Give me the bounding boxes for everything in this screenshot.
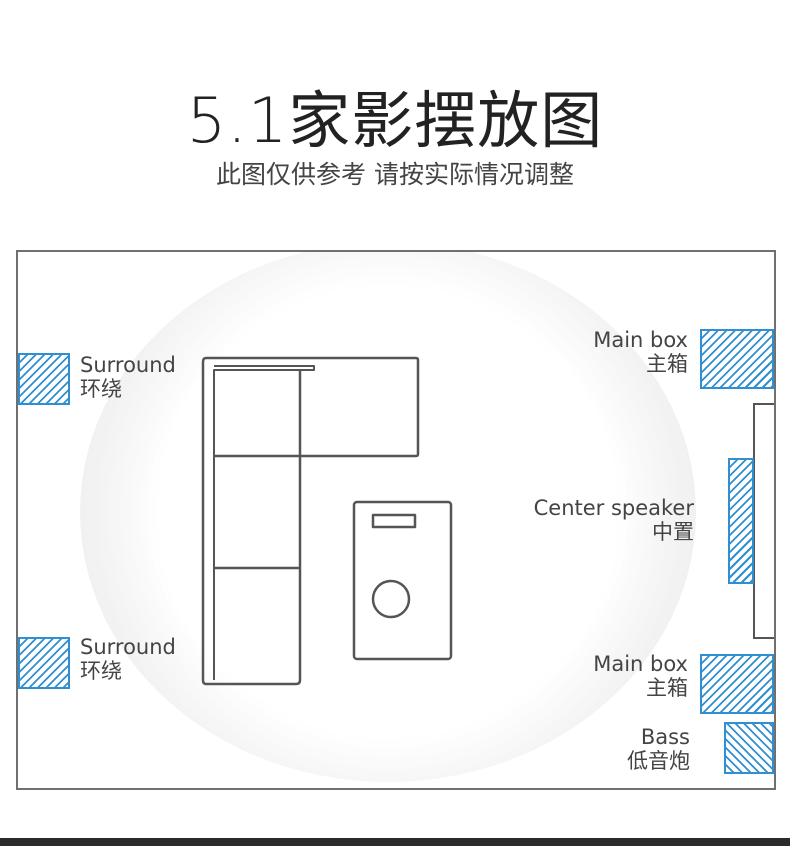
label-main-top: Main box 主箱	[593, 328, 688, 376]
label-bass-en: Bass	[640, 725, 690, 749]
bottom-bar	[0, 838, 790, 846]
center-speaker	[728, 458, 754, 584]
label-center: Center speaker 中置	[534, 496, 694, 544]
label-bass-zh: 低音炮	[627, 749, 690, 773]
label-surround-top: Surround 环绕	[80, 353, 176, 401]
label-surround-bottom-zh: 环绕	[80, 659, 122, 683]
label-center-en: Center speaker	[533, 496, 694, 520]
label-main-bottom-zh: 主箱	[646, 676, 688, 700]
label-surround-bottom-en: Surround	[80, 635, 176, 659]
page-subtitle: 此图仅供参考 请按实际情况调整	[216, 160, 574, 189]
page-title: 5.1家影摆放图	[186, 84, 604, 157]
main-speaker-top	[700, 329, 774, 389]
label-surround-top-zh: 环绕	[80, 377, 122, 401]
label-bass: Bass 低音炮	[627, 725, 690, 773]
sofa	[201, 356, 420, 686]
tv-unit	[753, 403, 774, 639]
console-table	[352, 500, 453, 661]
bass-speaker	[724, 722, 774, 774]
label-center-zh: 中置	[652, 520, 694, 544]
surround-speaker-top	[18, 353, 70, 405]
label-main-top-en: Main box	[593, 328, 688, 352]
label-main-bottom: Main box 主箱	[593, 652, 688, 700]
main-speaker-bottom	[700, 654, 774, 714]
surround-speaker-bottom	[18, 637, 70, 689]
label-surround-bottom: Surround 环绕	[80, 635, 176, 683]
label-surround-top-en: Surround	[80, 353, 176, 377]
furniture-drawing	[201, 356, 774, 686]
label-main-bottom-en: Main box	[593, 652, 688, 676]
room-layout: Surround 环绕 Surround 环绕 Main box 主箱 Cent…	[16, 250, 776, 790]
label-main-top-zh: 主箱	[646, 352, 688, 376]
